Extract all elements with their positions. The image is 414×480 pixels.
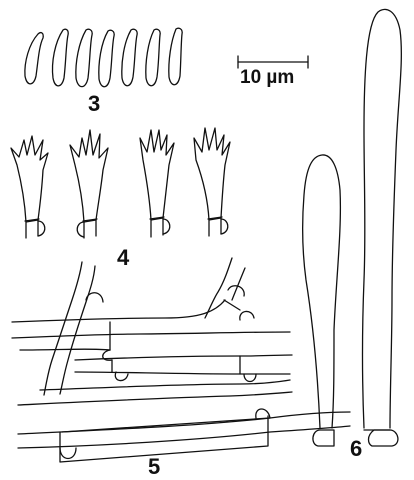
- cystidium-right: [363, 9, 402, 428]
- hyphae-group: [12, 258, 350, 462]
- cystidium-left: [303, 155, 341, 428]
- spore-7: [169, 28, 182, 85]
- basidium-1: [11, 136, 48, 238]
- figure-label-3: 3: [88, 91, 100, 116]
- spore-2: [52, 29, 68, 86]
- spore-6: [146, 29, 160, 86]
- spore-3: [76, 29, 92, 86]
- spore-5: [122, 29, 137, 86]
- spore-4: [99, 30, 114, 87]
- spore-1: [25, 33, 43, 84]
- basidium-2: [70, 130, 108, 238]
- spores-group: [25, 28, 182, 87]
- figure-label-4: 4: [117, 245, 130, 270]
- figure-label-6: 6: [350, 436, 362, 461]
- cystidia-group: [303, 9, 402, 446]
- basidia-group: [11, 128, 230, 238]
- basidium-4: [194, 128, 230, 236]
- scale-bar-label: 10 µm: [240, 67, 294, 88]
- figure-label-5: 5: [148, 454, 160, 479]
- basidium-3: [140, 130, 174, 237]
